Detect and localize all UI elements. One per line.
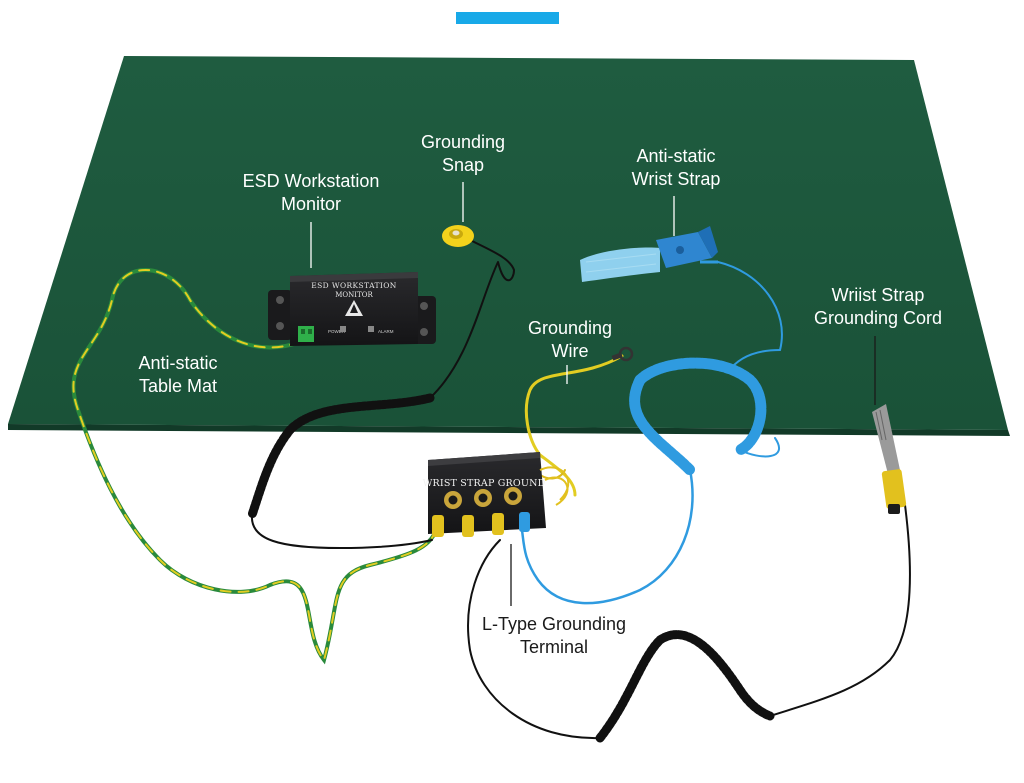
plug-blue — [519, 512, 530, 532]
label-grounding-snap: Grounding Snap — [421, 131, 505, 177]
label-esd-monitor: ESD Workstation Monitor — [243, 170, 380, 216]
label-l-terminal: L-Type Grounding Terminal — [482, 613, 626, 659]
label-grounding-snap-line1: Grounding — [421, 131, 505, 154]
ground-box-title: WRIST STRAP GROUND — [423, 478, 546, 489]
label-wrist-strap-line2: Wrist Strap — [632, 168, 721, 191]
label-l-terminal-line2: Terminal — [482, 636, 626, 659]
monitor-title-line2: MONITOR — [335, 291, 373, 299]
label-grounding-snap-line2: Snap — [421, 154, 505, 177]
label-strap-cord-line1: Wriist Strap — [814, 284, 942, 307]
label-grounding-wire-line2: Wire — [528, 340, 612, 363]
label-table-mat: Anti-static Table Mat — [138, 352, 217, 398]
label-strap-cord-line2: Grounding Cord — [814, 307, 942, 330]
label-table-mat-line1: Anti-static — [138, 352, 217, 375]
monitor-label-alarm: ALARM — [378, 329, 394, 334]
esd-monitor: ESD WORKSTATION MONITOR POWER ALARM — [268, 272, 436, 346]
label-grounding-wire: Grounding Wire — [528, 317, 612, 363]
plug-yellow-1 — [432, 515, 444, 537]
plug-yellow-3 — [492, 513, 504, 535]
label-grounding-wire-line1: Grounding — [528, 317, 612, 340]
label-esd-monitor-line1: ESD Workstation — [243, 170, 380, 193]
label-wrist-strap: Anti-static Wrist Strap — [632, 145, 721, 191]
wrist-strap-ground-box: WRIST STRAP GROUND — [423, 452, 569, 537]
plug-yellow-2 — [462, 515, 474, 537]
label-strap-cord: Wriist Strap Grounding Cord — [814, 284, 942, 330]
monitor-title-line1: ESD WORKSTATION — [311, 281, 397, 290]
label-table-mat-line2: Table Mat — [138, 375, 217, 398]
label-esd-monitor-line2: Monitor — [243, 193, 380, 216]
label-wrist-strap-line1: Anti-static — [632, 145, 721, 168]
accent-bar — [456, 12, 559, 24]
label-l-terminal-line1: L-Type Grounding — [482, 613, 626, 636]
